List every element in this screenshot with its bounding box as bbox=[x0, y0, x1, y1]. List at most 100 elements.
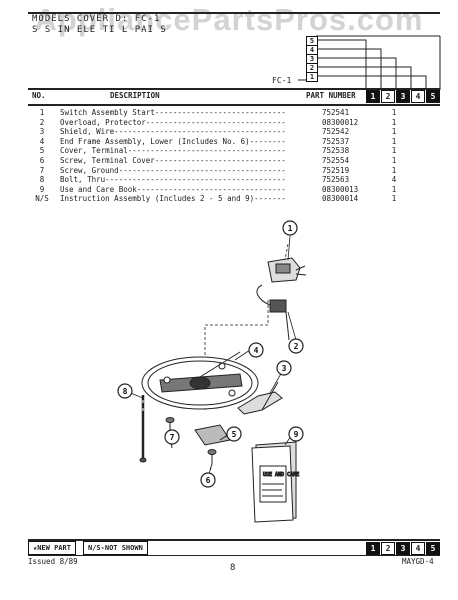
callout-7 bbox=[164, 429, 180, 445]
top-rule bbox=[28, 12, 440, 14]
table-row: N/S Instruction Assembly (Includes 2 - 5 … bbox=[28, 194, 404, 204]
table-row: 7 Screw, Ground--------------------------… bbox=[28, 166, 404, 176]
callout-label-2: 2 bbox=[294, 342, 299, 351]
key-box-3: 3 bbox=[396, 90, 410, 103]
footer-box-1: 1 bbox=[366, 542, 380, 555]
header-line-1: MODELS COVER D: FC-1 bbox=[32, 14, 161, 24]
cell-qty: 1 bbox=[391, 155, 397, 165]
cell-pn: 08300013 bbox=[322, 184, 359, 194]
header-line-2: S S IN ELE TI L PAI S bbox=[32, 25, 167, 35]
cell-pn: 752541 bbox=[322, 108, 350, 117]
table-row: 5 Cover, Terminal------------------------… bbox=[28, 146, 404, 156]
cell-pn: 08300014 bbox=[322, 194, 359, 204]
cell-pn: 752542 bbox=[322, 127, 350, 137]
booklet-title: USE AND CARE bbox=[263, 472, 299, 478]
col-no: NO. bbox=[32, 91, 46, 100]
cell-no: 1 bbox=[39, 108, 45, 117]
callout-labels: 1 2 3 4 5 6 7 8 9 bbox=[123, 224, 299, 485]
callout-label-4: 4 bbox=[254, 346, 259, 355]
cell-qty: 1 bbox=[391, 127, 397, 137]
cell-no: 5 bbox=[39, 146, 45, 156]
cell-desc: Screw, Terminal Cover-------------------… bbox=[60, 155, 286, 165]
part-terminal-cover-screw bbox=[207, 449, 217, 471]
callout-label-7: 7 bbox=[170, 433, 175, 442]
cell-desc: Overload, Protector---------------------… bbox=[60, 117, 286, 127]
footer-box-2: 2 bbox=[381, 542, 395, 555]
part-switch-assembly bbox=[267, 257, 307, 283]
fc-label: FC-1 bbox=[272, 76, 292, 85]
key-box-4: 4 bbox=[411, 90, 425, 103]
callout-label-3: 3 bbox=[282, 364, 287, 373]
cell-no: 6 bbox=[39, 155, 45, 165]
callout-circles bbox=[117, 220, 304, 488]
callout-3 bbox=[276, 360, 292, 376]
cell-qty: 4 bbox=[391, 175, 397, 185]
new-part-legend: ★NEW PART bbox=[28, 541, 76, 555]
form-code: MAYGD-4 bbox=[402, 557, 434, 566]
part-wire-shield bbox=[237, 381, 283, 415]
cell-qty: 1 bbox=[391, 136, 397, 146]
page-number: 8 bbox=[230, 563, 236, 573]
table-row: 6 Screw, Terminal Cover------------------… bbox=[28, 156, 404, 166]
part-thru-bolt bbox=[139, 395, 147, 463]
callout-5 bbox=[226, 426, 242, 442]
cell-no: 4 bbox=[39, 136, 45, 146]
cell-qty: 1 bbox=[391, 194, 397, 204]
callout-1 bbox=[282, 220, 298, 236]
cell-pn: 752538 bbox=[322, 146, 350, 156]
cell-desc: Switch Assembly Start-------------------… bbox=[60, 108, 286, 117]
page-header: MODELS COVER D: FC-1 S S IN ELE TI L PAI… bbox=[32, 14, 167, 36]
cell-pn: 752554 bbox=[322, 155, 350, 165]
footer-rule bbox=[28, 539, 440, 541]
table-row: 4 End Frame Assembly, Lower (Includes No.… bbox=[28, 137, 404, 147]
parts-table: 1 Switch Assembly Start------------------… bbox=[28, 108, 404, 204]
cell-no: 3 bbox=[39, 127, 45, 137]
header-leader-lines bbox=[298, 35, 441, 90]
callout-2 bbox=[288, 338, 304, 354]
callout-4 bbox=[248, 342, 264, 358]
cell-desc: Bolt, Thru------------------------------… bbox=[60, 175, 286, 185]
column-header-bottom-rule bbox=[28, 104, 440, 106]
cell-qty: 1 bbox=[391, 184, 397, 194]
cell-pn: 752537 bbox=[322, 136, 350, 146]
cell-desc: Cover, Terminal-------------------------… bbox=[60, 146, 286, 156]
table-row: 8 Bolt, Thru-----------------------------… bbox=[28, 175, 404, 185]
cell-no: N/S bbox=[35, 194, 49, 204]
watermark: AppliancePartsPros.com bbox=[34, 2, 424, 37]
cell-qty: 1 bbox=[391, 108, 397, 117]
cell-desc: End Frame Assembly, Lower (Includes No. … bbox=[60, 136, 286, 146]
not-shown-legend: N/S-NOT SHOWN bbox=[83, 541, 148, 555]
callout-6 bbox=[200, 472, 216, 488]
cell-desc: Screw, Ground---------------------------… bbox=[60, 165, 286, 175]
table-row: 1 Switch Assembly Start------------------… bbox=[28, 108, 404, 118]
cell-qty: 1 bbox=[391, 146, 397, 156]
callout-8 bbox=[117, 383, 133, 399]
callout-label-8: 8 bbox=[123, 387, 128, 396]
cell-no: 2 bbox=[39, 117, 45, 127]
part-end-frame bbox=[141, 351, 259, 410]
callout-9 bbox=[288, 426, 304, 442]
column-header-top-rule bbox=[28, 88, 440, 90]
key-box-1: 1 bbox=[366, 90, 380, 103]
cell-pn: 752563 bbox=[322, 175, 350, 185]
footer-bottom-rule bbox=[28, 555, 440, 556]
cell-desc: Use and Care Book-----------------------… bbox=[60, 184, 286, 194]
callout-label-9: 9 bbox=[294, 430, 299, 439]
key-box-5: 5 bbox=[426, 90, 440, 103]
col-description: DESCRIPTION bbox=[110, 91, 160, 100]
table-row: 2 Overload, Protector--------------------… bbox=[28, 118, 404, 128]
col-part-number: PART NUMBER bbox=[306, 91, 356, 100]
cell-desc: Instruction Assembly (Includes 2 - 5 and… bbox=[60, 194, 286, 204]
cell-qty: 1 bbox=[391, 117, 397, 127]
cell-pn: 752519 bbox=[322, 165, 350, 175]
cell-no: 8 bbox=[39, 175, 45, 185]
footer-box-3: 3 bbox=[396, 542, 410, 555]
cell-pn: 08300012 bbox=[322, 117, 359, 127]
cell-no: 7 bbox=[39, 165, 45, 175]
callout-label-1: 1 bbox=[288, 224, 293, 233]
footer-box-5: 5 bbox=[426, 542, 440, 555]
part-terminal-cover bbox=[194, 424, 233, 446]
